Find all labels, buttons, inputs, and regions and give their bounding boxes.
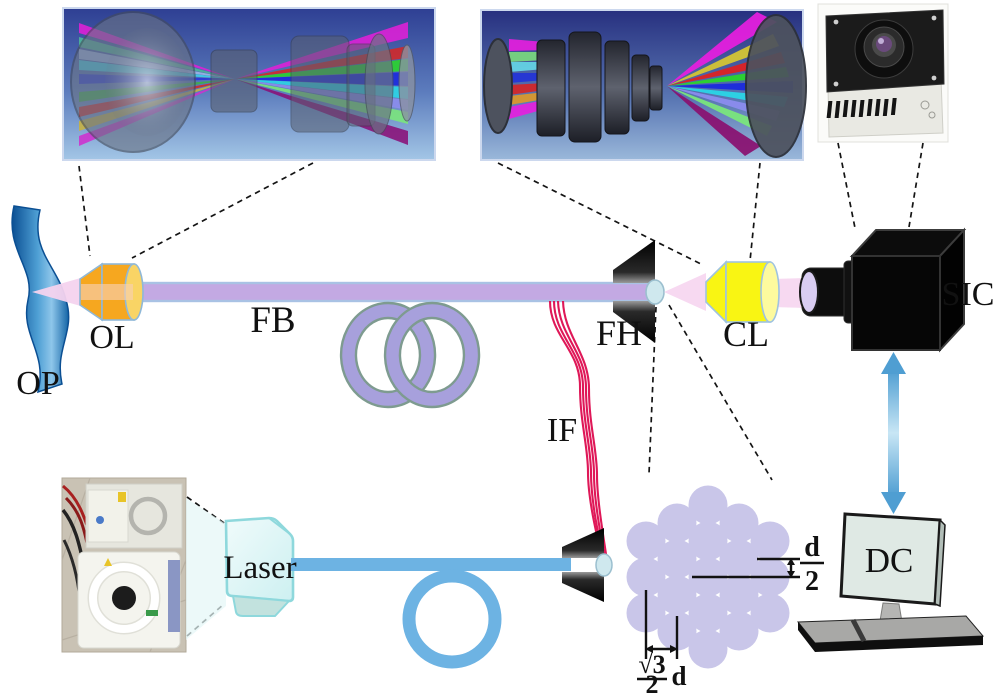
warning-triangle	[104, 558, 112, 566]
holder-cone-bottom	[613, 301, 655, 343]
ray-fan-left	[509, 39, 545, 119]
inset-collection-raytrace	[480, 9, 807, 161]
fiber-bundle-loops	[339, 301, 481, 409]
callout-line	[497, 162, 702, 265]
object-plane	[11, 205, 70, 394]
photo-glow	[186, 498, 226, 640]
arrow-head-down	[881, 492, 906, 514]
beam-cl-camera	[772, 278, 806, 308]
lens-glass	[876, 36, 892, 52]
laser-fiber-loop	[402, 569, 502, 669]
label-op: OP	[16, 365, 59, 402]
lens-element	[290, 35, 350, 133]
screw	[931, 75, 937, 81]
label-sic: SIC	[942, 276, 995, 313]
keyboard-divider	[850, 618, 867, 643]
camera-marking	[920, 100, 930, 110]
pitch-suffix: d	[671, 661, 686, 691]
arrow-head-up	[881, 352, 906, 374]
computer-monitor	[796, 512, 985, 652]
box-front-face	[851, 255, 941, 351]
holder-cone-top	[613, 240, 655, 283]
screw	[833, 19, 839, 25]
ray-fan-right	[667, 12, 793, 156]
d2-numerator: d	[804, 532, 820, 563]
monitor-edge	[934, 518, 946, 608]
green-clip	[146, 610, 158, 616]
camera-box	[799, 227, 967, 353]
fiber-holder	[613, 240, 665, 343]
label-dc: DC	[865, 541, 914, 580]
connector-panel	[168, 560, 180, 632]
lens-element	[745, 14, 807, 158]
callout-line	[648, 306, 657, 475]
callout-line	[131, 162, 314, 259]
callout-line	[837, 142, 856, 229]
lens-highlight	[878, 38, 884, 44]
label-fb: FB	[250, 300, 295, 341]
fiber-loop	[383, 301, 481, 409]
laser-box-bevel	[268, 517, 291, 535]
lens-element	[210, 49, 258, 113]
lens-element	[398, 44, 416, 122]
blue-marking	[96, 516, 104, 524]
label-cl: CL	[723, 314, 769, 354]
tube-coil	[89, 563, 159, 633]
label-ol: OL	[89, 319, 134, 356]
beam-cone-fh	[664, 273, 706, 311]
dimension-sqrt3d2: √3 2 d	[637, 590, 687, 695]
signal-arrow	[881, 352, 906, 514]
inset-objective-raytrace	[62, 7, 436, 161]
lens-element	[364, 33, 394, 135]
label-laser: Laser	[223, 550, 296, 586]
callout-line	[78, 165, 91, 257]
keyboard-left	[798, 622, 815, 652]
fiber-cross-section	[626, 485, 790, 669]
ferrule-cone-top	[562, 528, 604, 558]
lens-barrel	[536, 31, 663, 143]
pitch-denominator: 2	[646, 670, 659, 695]
vent-slots	[826, 98, 897, 118]
screw	[931, 15, 937, 21]
fiber-end-face	[595, 553, 613, 577]
fiber-end-face	[645, 279, 665, 305]
callout-line	[908, 142, 924, 228]
fiber-bundle-beam	[126, 281, 654, 303]
beam-cone-op	[32, 277, 84, 307]
dimension-d2: d 2	[692, 532, 824, 597]
yellow-label	[118, 492, 126, 502]
objective-lens	[79, 262, 144, 322]
fiber-line	[291, 558, 571, 571]
spool-center	[112, 586, 136, 610]
lens-glow	[105, 28, 189, 136]
screw	[833, 81, 839, 87]
pitch-numerator: √3	[638, 650, 665, 679]
illumination-fibers	[548, 300, 609, 562]
fiber-loop	[339, 301, 437, 409]
camera-lens-glass	[799, 270, 819, 314]
laser-photo	[61, 477, 187, 653]
camera-marking	[928, 111, 936, 119]
label-fh: FH	[596, 313, 642, 353]
fiber-end-ferrule	[562, 528, 613, 602]
fiber-face	[483, 38, 513, 134]
d2-denominator: 2	[805, 566, 819, 597]
beam-through-lens	[81, 284, 133, 300]
callout-line	[186, 496, 225, 524]
ferrule-cone-bottom	[562, 572, 604, 602]
callout-line	[749, 162, 761, 262]
camera-photo	[817, 3, 949, 143]
laser-fiber	[291, 558, 571, 669]
callout-line	[668, 304, 773, 481]
gray-fiber-coil	[128, 496, 168, 536]
label-if: IF	[547, 412, 577, 449]
laser-box	[224, 516, 295, 617]
laser-box-bottom	[231, 594, 292, 617]
keyboard-front	[815, 636, 983, 652]
collection-lens	[705, 260, 780, 324]
